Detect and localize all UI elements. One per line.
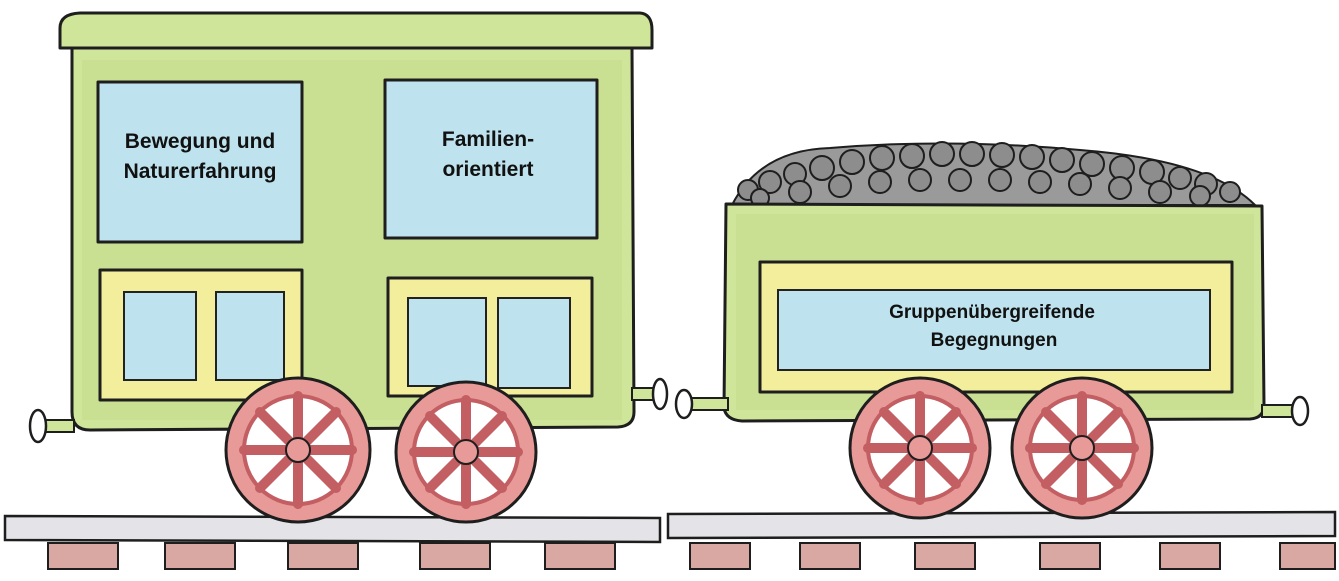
left-track (5, 516, 660, 569)
left-sleepers (48, 543, 615, 569)
coal-right-coupler (1262, 397, 1308, 425)
passenger-right-coupler (632, 379, 667, 409)
window-familienorientiert: Familien- orientiert (385, 80, 597, 238)
right-rail (668, 512, 1335, 538)
coal-pile (732, 142, 1255, 207)
passenger-wagon-roof (60, 13, 652, 48)
passenger-wagon: Bewegung und Naturerfahrung Familien- or… (30, 13, 667, 522)
passenger-left-coupler (30, 410, 74, 442)
window-bewegung-line2: Naturerfahrung (124, 160, 277, 183)
coal-wagon: Gruppenübergreifende Begegnungen (676, 142, 1308, 518)
window-gruppen-line2: Begegnungen (931, 330, 1058, 351)
lower-window-right (388, 278, 592, 396)
window-familien-line1: Familien- (442, 128, 534, 151)
passenger-wheel-right (396, 382, 536, 522)
window-bewegung: Bewegung und Naturerfahrung (98, 82, 302, 242)
left-rail (5, 516, 660, 542)
right-sleepers (690, 543, 1335, 569)
window-gruppenuebergreifend: Gruppenübergreifende Begegnungen (760, 262, 1232, 392)
lower-window-left (100, 270, 302, 400)
window-gruppen-line1: Gruppenübergreifende (889, 302, 1095, 323)
right-track (668, 512, 1335, 569)
coal-wheel-right (1012, 378, 1152, 518)
coal-left-coupler (676, 390, 728, 418)
window-familien-line2: orientiert (442, 158, 533, 181)
coal-wheel-left (850, 378, 990, 518)
passenger-wheel-left (226, 378, 370, 522)
window-bewegung-line1: Bewegung und (125, 130, 276, 153)
